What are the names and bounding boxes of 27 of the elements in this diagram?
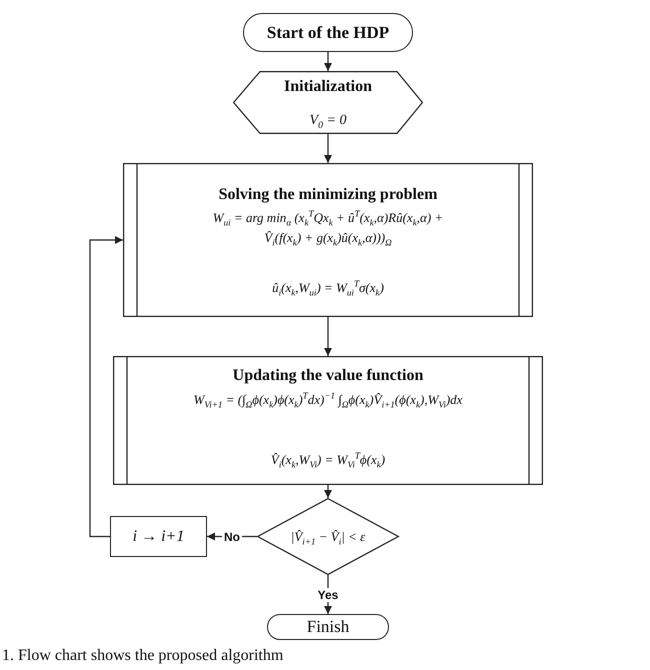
formula: W$_{Vi+1}$ = (∫$_{Ω}$ϕ(x$_{k}$)ϕ(x$_{k}$)$^{T}$dx)$^{−1}$ ∫$_{Ω}$ϕ(x$_{k}$)V̂$_{i+1}$(ϕ(x$_{k}$),W$_{Vi}$)dx bbox=[194, 390, 462, 410]
predefined-process-box bbox=[113, 356, 543, 485]
caption: 1. Flow chart shows the proposed algorithm bbox=[2, 646, 284, 666]
formula: V̂$_{i}$(x$_{k}$,W$_{Vi}$) = W$_{Vi}$$^{T}$ϕ(x$_{k}$) bbox=[270, 450, 386, 470]
predefined-process-box bbox=[123, 163, 533, 317]
formula: i → i+1 bbox=[132, 526, 184, 546]
arrow bbox=[324, 52, 332, 71]
arrow bbox=[324, 317, 332, 356]
formula: W$_{ui}$ = arg min$_{α}$ (x$_{k}$$^{T}$Qx$_{k}$ + û$^{T}$(x$_{k}$,α)Rû(x$_{k}$,α) + V̂$_{i}$(f(x$_{k}$) + g(x$_{k}$)û(x$_{k}$,α)))$_{Ω}$ bbox=[212, 208, 444, 248]
decision-diamond bbox=[257, 498, 399, 575]
step-title: Updating the value function bbox=[232, 366, 424, 386]
process-box bbox=[110, 516, 207, 557]
formula: V$_{0}$ = 0 bbox=[310, 112, 346, 131]
preparation-hexagon bbox=[233, 71, 423, 134]
arrow bbox=[89, 236, 123, 538]
terminal-label: Finish bbox=[306, 617, 350, 637]
terminal-box bbox=[243, 13, 413, 52]
formula: û$_{i}$(x$_{k}$,W$_{ui}$) = W$_{ui}$$^{T}$σ(x$_{k}$) bbox=[272, 278, 384, 298]
terminal-box bbox=[267, 614, 389, 640]
edge-label: No bbox=[222, 530, 242, 544]
edge-label: Yes bbox=[316, 588, 340, 602]
arrow bbox=[324, 134, 332, 163]
step-title: Initialization bbox=[284, 77, 372, 97]
formula: |V̂$_{i+1}$ − V̂$_{i}$| < ε bbox=[290, 528, 366, 546]
arrow bbox=[324, 485, 332, 498]
terminal-label: Start of the HDP bbox=[266, 22, 390, 42]
step-title: Solving the minimizing problem bbox=[218, 185, 438, 205]
